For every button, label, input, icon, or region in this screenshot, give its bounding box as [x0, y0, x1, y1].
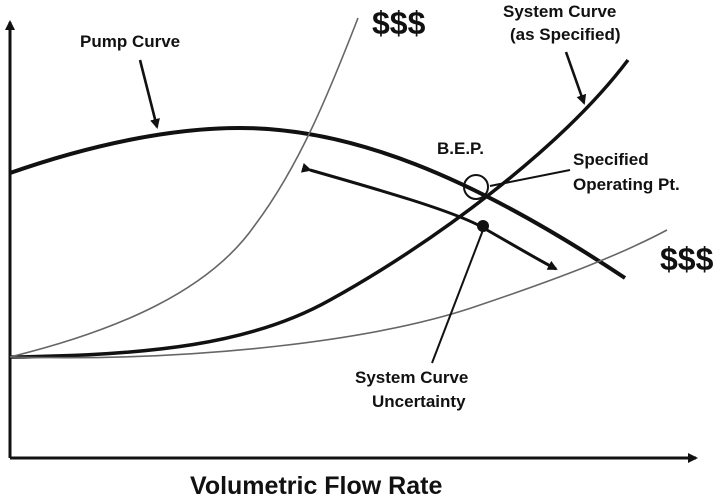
- system-curve-specified-label-line1: System Curve: [503, 2, 616, 21]
- pump-curve-label: Pump Curve: [80, 32, 180, 51]
- uncertain-operating-point-dot: [477, 220, 489, 232]
- system-curve-steep: [9, 17, 359, 358]
- specified-operating-pointer: [489, 169, 571, 187]
- uncertainty-double-arrow: [300, 162, 558, 271]
- system-curve-specified-pointer: [564, 51, 587, 105]
- uncertainty-label-line2: Uncertainty: [372, 392, 466, 411]
- system-curve-specified-label-line2: (as Specified): [510, 25, 621, 44]
- uncertainty-label-line1: System Curve: [355, 368, 468, 387]
- system-curve-flat: [9, 229, 668, 359]
- x-axis-label: Volumetric Flow Rate: [190, 472, 442, 496]
- pump-curve-pointer: [138, 59, 160, 129]
- specified-operating-label-line1: Specified: [573, 150, 649, 169]
- system-curve-specified: [9, 58, 630, 359]
- specified-operating-point-marker: [463, 174, 489, 200]
- dollars-top-label: $$$: [372, 5, 426, 41]
- bep-label: B.E.P.: [437, 139, 484, 158]
- uncertainty-pointer: [431, 229, 484, 364]
- specified-operating-label-line2: Operating Pt.: [573, 175, 680, 194]
- dollars-right-label: $$$: [660, 241, 714, 277]
